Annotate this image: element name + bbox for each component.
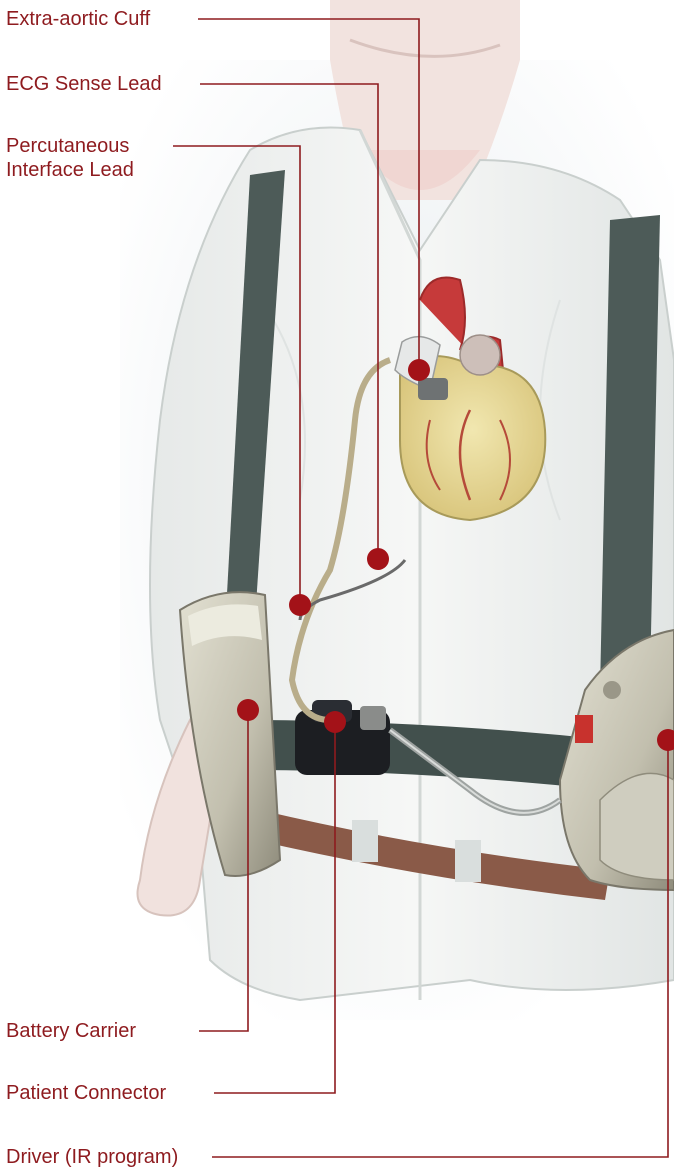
label-line: Battery Carrier: [6, 1019, 136, 1043]
label-extra-aortic-cuff: Extra-aortic Cuff: [6, 7, 150, 31]
label-driver: Driver (IR program): [6, 1145, 178, 1169]
marker-patient-connector: [324, 711, 346, 733]
label-battery-carrier: Battery Carrier: [6, 1019, 136, 1043]
label-line: Percutaneous: [6, 134, 134, 158]
label-line: Patient Connector: [6, 1081, 166, 1105]
marker-extra-aortic-cuff: [408, 359, 430, 381]
marker-battery-carrier: [237, 699, 259, 721]
label-ecg-sense-lead: ECG Sense Lead: [6, 72, 162, 96]
label-line: Driver (IR program): [6, 1145, 178, 1169]
label-line: Interface Lead: [6, 158, 134, 182]
label-line: Extra-aortic Cuff: [6, 7, 150, 31]
marker-percutaneous-interface-lead: [289, 594, 311, 616]
label-percutaneous-interface-lead: Percutaneous Interface Lead: [6, 134, 134, 182]
label-line: ECG Sense Lead: [6, 72, 162, 96]
label-patient-connector: Patient Connector: [6, 1081, 166, 1105]
marker-ecg-sense-lead: [367, 548, 389, 570]
